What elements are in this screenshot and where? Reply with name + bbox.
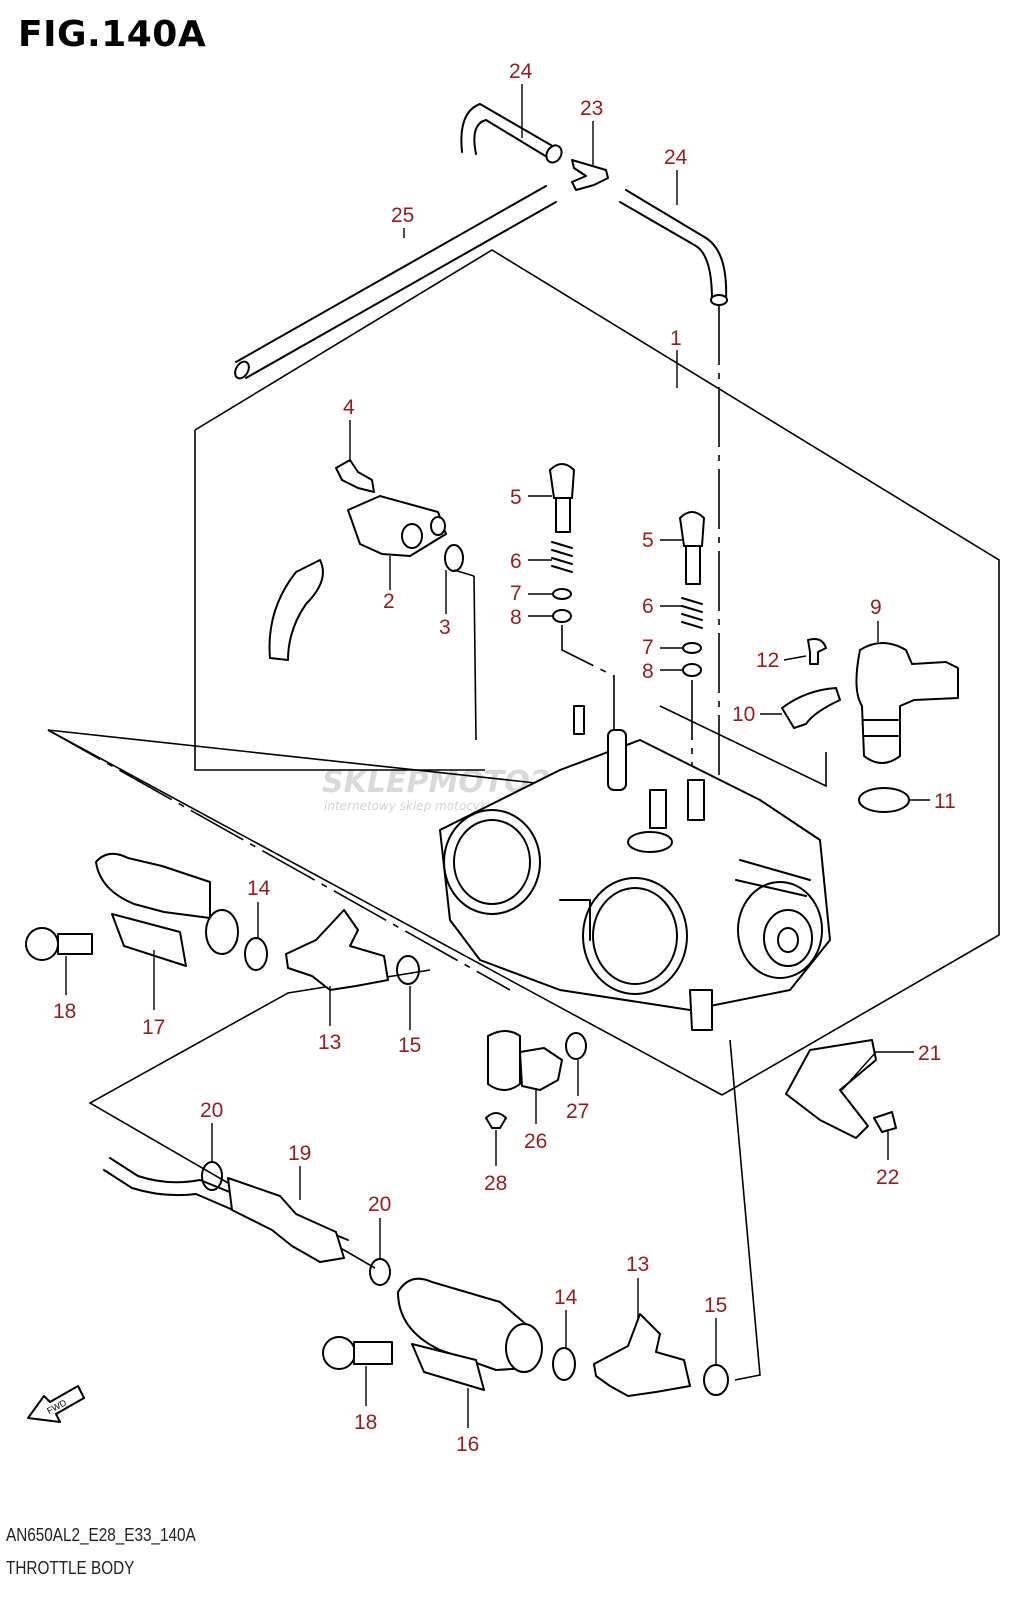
callout-labels: 24 23 24 25 1 4 2 3 5 6 7 8 5 6 7 8 9 12… <box>53 60 956 1456</box>
o-ring-27 <box>565 1032 587 1060</box>
throttle-body <box>439 705 831 1031</box>
bolt-22 <box>873 1111 897 1133</box>
callout-14: 14 <box>554 1286 578 1309</box>
callout-2: 2 <box>383 590 395 613</box>
callout-8: 8 <box>642 660 654 683</box>
figure-title: FIG.140A <box>18 14 207 55</box>
throttle-position-sensor <box>268 459 477 741</box>
callout-20: 20 <box>200 1099 223 1122</box>
callout-24: 24 <box>664 146 688 169</box>
callout-16: 16 <box>456 1433 479 1456</box>
callout-15: 15 <box>398 1034 421 1057</box>
bolt-18a <box>25 927 59 961</box>
bolt-18b <box>322 1336 356 1370</box>
throttle-pulley <box>737 881 823 979</box>
o-ring-15b <box>703 1364 729 1396</box>
washer-7a <box>552 588 572 600</box>
spring-6a <box>551 541 573 573</box>
figure-code: AN650AL2_E28_E33_140A <box>6 1525 196 1545</box>
screw-12 <box>807 638 827 665</box>
pipe-19 <box>109 1157 349 1241</box>
callout-5: 5 <box>510 486 522 509</box>
callout-21: 21 <box>918 1042 941 1065</box>
callout-6: 6 <box>642 595 654 618</box>
bore-right <box>582 877 688 995</box>
holder-17 <box>95 852 211 919</box>
callout-7: 7 <box>642 636 654 659</box>
screw-5a <box>549 463 575 499</box>
callout-28: 28 <box>484 1172 507 1195</box>
o-ring-8a <box>552 609 572 623</box>
callout-9: 9 <box>870 596 882 619</box>
leader-lines <box>65 84 930 1428</box>
callout-20: 20 <box>368 1193 391 1216</box>
injector-13a <box>285 909 389 991</box>
o-ring-20b <box>369 1258 391 1286</box>
callout-15: 15 <box>704 1294 727 1317</box>
bracket-21 <box>785 1039 877 1139</box>
callout-6: 6 <box>510 550 522 573</box>
hose-24-lower <box>625 189 728 301</box>
sensor-cable <box>268 559 324 661</box>
figure-name: THROTTLE BODY <box>6 1558 135 1578</box>
callout-11: 11 <box>934 790 956 813</box>
callout-1: 1 <box>670 327 682 350</box>
bracket-group <box>785 1039 897 1139</box>
callout-4: 4 <box>343 396 355 419</box>
washer-7b <box>682 642 702 654</box>
callout-17: 17 <box>142 1016 165 1039</box>
hose-24-upper <box>460 103 557 153</box>
injector-13b <box>593 1313 691 1397</box>
callout-25: 25 <box>391 204 414 227</box>
o-ring-15a <box>396 955 420 985</box>
callout-10: 10 <box>732 703 755 726</box>
callout-22: 22 <box>876 1166 899 1189</box>
o-ring-14a <box>244 937 268 971</box>
callout-13: 13 <box>626 1253 649 1276</box>
tee-joint-23 <box>571 159 609 191</box>
callout-12: 12 <box>756 649 779 672</box>
vacuum-hoses <box>234 103 728 820</box>
clamp-10 <box>781 687 841 729</box>
screw-4 <box>335 459 375 493</box>
callout-18: 18 <box>354 1411 377 1434</box>
injector-upper <box>25 852 420 991</box>
hose-25 <box>235 185 547 363</box>
sensor-9 <box>855 642 959 764</box>
screw-5b <box>679 511 705 547</box>
screw-28 <box>485 1112 507 1129</box>
map-sensor-group <box>659 638 959 813</box>
spring-6b <box>681 597 703 629</box>
callout-27: 27 <box>566 1100 589 1123</box>
callout-3: 3 <box>439 616 451 639</box>
o-ring-14b <box>552 1347 576 1381</box>
callout-19: 19 <box>288 1142 311 1165</box>
callout-13: 13 <box>318 1031 341 1054</box>
bore-left <box>443 809 541 915</box>
callout-18: 18 <box>53 1000 76 1023</box>
callout-14: 14 <box>247 877 271 900</box>
fuel-delivery-pipe <box>103 1157 391 1286</box>
fitting-group <box>485 1030 587 1129</box>
callout-26: 26 <box>524 1130 547 1153</box>
o-ring-11 <box>858 787 910 813</box>
callout-23: 23 <box>580 97 603 120</box>
callout-5: 5 <box>642 529 654 552</box>
callout-24: 24 <box>509 60 533 83</box>
fwd-arrow: FWD <box>27 1385 85 1423</box>
callout-8: 8 <box>510 606 522 629</box>
fitting-26 <box>487 1030 521 1091</box>
adjuster-stack-left <box>549 463 615 740</box>
o-ring-8b <box>682 663 702 677</box>
watermark-tagline: internetowy sklep motocyklowy <box>324 799 515 813</box>
callout-7: 7 <box>510 582 522 605</box>
o-ring-3 <box>444 544 464 572</box>
injector-lower <box>322 1277 729 1397</box>
